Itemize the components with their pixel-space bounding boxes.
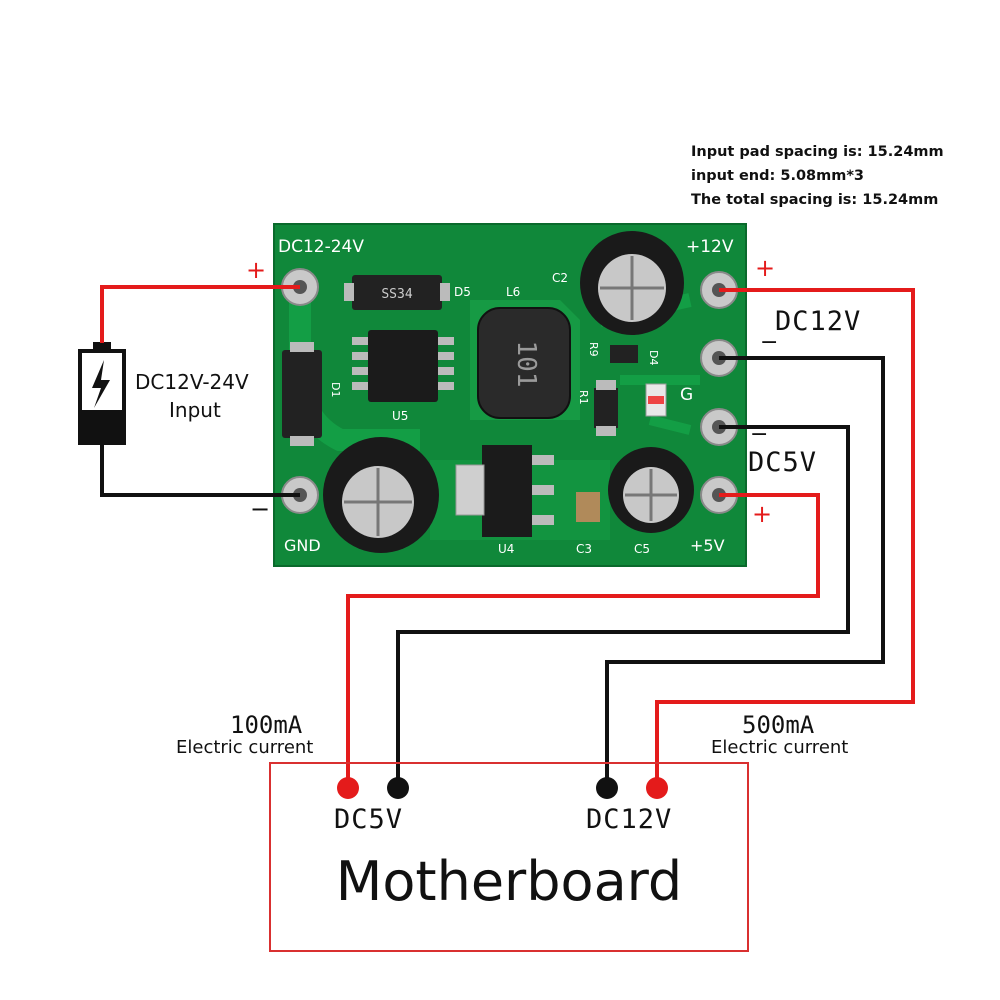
silk-gnd: GND [284, 536, 321, 555]
terminal-5v-plus [337, 777, 359, 799]
silk-u5: U5 [392, 409, 408, 423]
silk-g: G [680, 385, 693, 405]
out5v-plus-sign: + [752, 500, 773, 528]
capacitor-c5 [608, 447, 694, 533]
inductor-mark: 101 [511, 341, 541, 388]
capacitor-input [323, 437, 439, 553]
silk-u4: U4 [498, 542, 514, 556]
smd-c3 [576, 492, 600, 522]
silk-12v: +12V [686, 237, 734, 257]
silk-l6: L6 [506, 285, 520, 299]
silk-d4: D4 [647, 350, 660, 365]
motherboard-box [269, 762, 749, 952]
battery-icon [78, 342, 126, 445]
wire-input-plus [100, 285, 300, 343]
silk-c2: C2 [552, 271, 568, 285]
motherboard-port-12v: DC12V [586, 804, 673, 835]
out12v-minus-sign: − [760, 330, 779, 355]
spec-note-line-1: Input pad spacing is: 15.24mm [691, 144, 944, 160]
regulator-u4 [455, 445, 554, 537]
out-dc5v-label: DC5V [748, 447, 818, 478]
silk-c3: C3 [576, 542, 592, 556]
right-current-caption: Electric current [711, 737, 849, 758]
out5v-minus-sign: − [750, 422, 769, 447]
input-label-line2: Input [169, 398, 221, 422]
diode-d5-mark: SS34 [381, 287, 412, 302]
silk-input: DC12-24V [278, 237, 364, 257]
spec-note-line-3: The total spacing is: 15.24mm [691, 192, 939, 208]
terminal-5v-minus [387, 777, 409, 799]
wire-input-minus [100, 443, 300, 497]
input-label-line1: DC12V-24V [135, 370, 249, 394]
silk-d1: D1 [329, 382, 342, 397]
silk-r1: R1 [577, 390, 590, 405]
wire-5v-minus [396, 425, 850, 786]
motherboard-title: Motherboard [335, 850, 683, 913]
silk-d5: D5 [454, 285, 471, 299]
input-plus-sign: + [246, 256, 267, 284]
out-dc12v-label: DC12V [775, 306, 862, 337]
diode-d1 [282, 342, 322, 446]
smd-r9 [610, 345, 638, 363]
left-current-caption: Electric current [176, 737, 314, 758]
diode-d5: SS34 [344, 275, 450, 310]
silk-5v: +5V [690, 536, 725, 555]
terminal-12v-plus [646, 777, 668, 799]
left-current-value: 100mA [230, 711, 303, 739]
spec-note-line-2: input end: 5.08mm*3 [691, 168, 865, 184]
led-d4 [645, 383, 667, 417]
smd-r1 [594, 380, 618, 436]
wire-5v-plus [346, 493, 820, 786]
capacitor-c2 [580, 231, 684, 335]
wire-12v-minus [605, 356, 885, 786]
right-current-value: 500mA [742, 711, 815, 739]
wire-12v-plus [655, 288, 915, 786]
ic-u5 [352, 330, 454, 402]
silk-c5: C5 [634, 542, 650, 556]
terminal-12v-minus [596, 777, 618, 799]
motherboard-port-5v: DC5V [334, 804, 404, 835]
inductor-l6: 101 [477, 307, 571, 419]
silk-r9: R9 [587, 342, 600, 357]
input-minus-sign: − [250, 495, 271, 523]
out12v-plus-sign: + [755, 254, 776, 282]
